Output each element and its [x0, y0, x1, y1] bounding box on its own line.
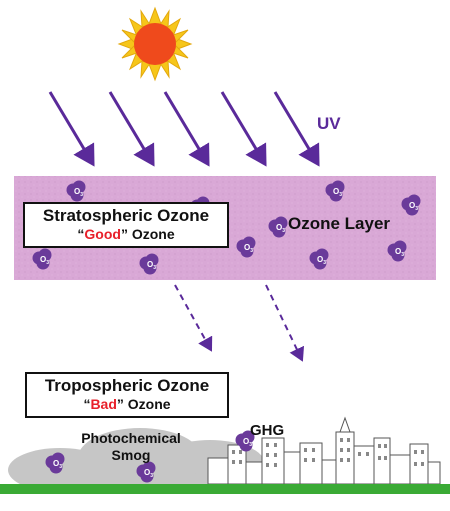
tropospheric-ozone-box: Tropospheric Ozone “Bad” Ozone	[25, 372, 229, 418]
ozone-molecules: O3O3O3O3O3O3O3O3O3O3O3O3O3	[32, 180, 421, 483]
ozone-molecule-icon: O3	[66, 180, 86, 202]
dashed-arrow-icon	[265, 284, 305, 362]
ozone-molecule-label: O3	[333, 187, 342, 198]
ozone-molecule-label: O3	[53, 459, 62, 470]
ozone-molecule-label: O3	[395, 247, 404, 258]
smog-label-line2: Smog	[111, 446, 151, 463]
ozone-molecule-label: O3	[74, 187, 83, 198]
ozone-molecule-label: O3	[147, 260, 156, 271]
uv-label: UV	[317, 114, 341, 133]
uv-arrow-icon	[163, 91, 210, 167]
good-word: Good	[84, 225, 121, 242]
ozone-molecule-icon: O3	[236, 236, 256, 258]
ozone-molecule-label: O3	[244, 243, 253, 254]
ozone-molecule-icon: O3	[325, 180, 345, 202]
stratospheric-subtitle: “Good” Ozone	[25, 226, 227, 242]
ozone-molecule-icon: O3	[401, 194, 421, 216]
ozone-molecule-label: O3	[243, 437, 252, 448]
bad-word: Bad	[90, 395, 117, 412]
smog-label: Photochemical Smog	[66, 430, 196, 464]
dashed-arrow-icon	[174, 284, 213, 352]
ozone-molecule-label: O3	[144, 468, 153, 479]
ozone-molecule-icon: O3	[235, 430, 255, 452]
stratospheric-title: Stratospheric Ozone	[42, 206, 210, 225]
ozone-molecule-icon: O3	[45, 452, 65, 474]
ozone-molecule-label: O3	[276, 223, 285, 234]
ozone-molecule-icon: O3	[387, 240, 407, 262]
city-skyline-icon	[207, 416, 441, 485]
uv-arrow-icon	[108, 91, 155, 167]
ozone-molecule-icon: O3	[309, 248, 329, 270]
quote-open: “	[77, 225, 85, 242]
uv-arrow-icon	[220, 91, 267, 167]
ozone-molecule-icon: O3	[136, 461, 156, 483]
ozone-layer-label: Ozone Layer	[288, 214, 391, 233]
smog-label-line1: Photochemical	[81, 430, 181, 446]
sun-icon	[117, 6, 193, 82]
uv-arrow-icon	[273, 91, 320, 167]
ozone-molecule-icon: O3	[268, 216, 288, 238]
ground-strip	[0, 484, 450, 494]
quote-close: ” Ozone	[116, 395, 171, 412]
ozone-molecule-icon: O3	[32, 248, 52, 270]
ghg-label: GHG	[250, 422, 285, 439]
quote-open: “	[83, 395, 91, 412]
building-windows	[232, 438, 424, 467]
ozone-molecule-label: O3	[40, 255, 49, 266]
stratospheric-ozone-box: Stratospheric Ozone “Good” Ozone	[23, 202, 229, 248]
tropospheric-subtitle: “Bad” Ozone	[27, 396, 227, 412]
filtered-uv-arrows	[174, 284, 305, 362]
ozone-molecule-icon: O3	[139, 253, 159, 275]
uv-arrows	[48, 91, 320, 167]
ozone-molecule-label: O3	[317, 255, 326, 266]
uv-arrow-icon	[48, 91, 95, 167]
ozone-molecule-label: O3	[409, 201, 418, 212]
tropospheric-title: Tropospheric Ozone	[44, 376, 210, 395]
quote-close: ” Ozone	[120, 225, 175, 242]
